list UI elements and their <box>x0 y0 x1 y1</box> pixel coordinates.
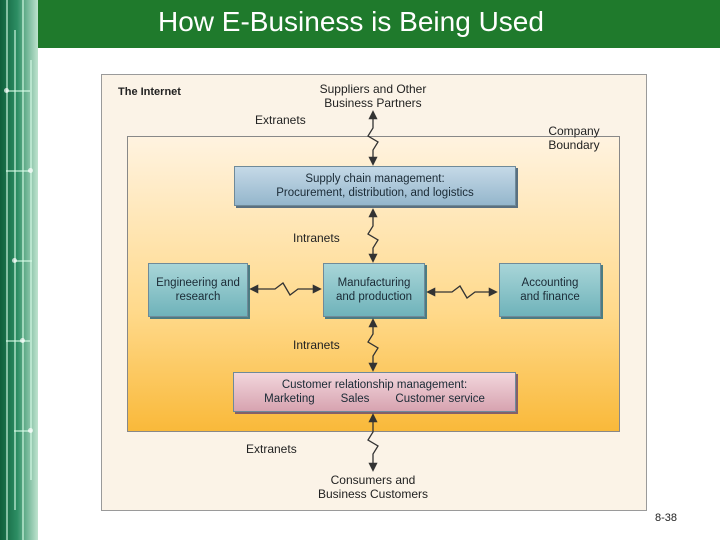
accounting-finance-box: Accounting and finance <box>499 263 601 317</box>
supply-chain-management-box: Supply chain management: Procurement, di… <box>234 166 516 206</box>
engineering-line2: research <box>175 291 221 303</box>
suppliers-label: Suppliers and Other Business Partners <box>300 82 446 110</box>
company-boundary-line2: Boundary <box>548 138 600 152</box>
extranets-bottom-label: Extranets <box>246 442 297 456</box>
company-boundary-line1: Company <box>548 124 600 138</box>
circuit-board-decoration <box>0 0 38 540</box>
page-number: 8-38 <box>655 512 678 524</box>
manufacturing-line2: and production <box>335 291 413 303</box>
crm-item-customer-service: Customer service <box>395 393 485 405</box>
crm-item-sales: Sales <box>340 393 370 405</box>
crm-items-row: Marketing Sales Customer service <box>264 392 485 406</box>
intranets-bottom-label: Intranets <box>293 338 340 352</box>
company-boundary-label: Company Boundary <box>538 124 610 152</box>
suppliers-line2: Business Partners <box>324 96 422 110</box>
crm-line1: Customer relationship management: <box>281 379 468 391</box>
suppliers-line1: Suppliers and Other <box>319 82 427 96</box>
customers-line2: Business Customers <box>317 487 429 501</box>
title-bar <box>38 0 720 48</box>
accounting-line2: and finance <box>520 291 580 303</box>
engineering-research-box: Engineering and research <box>148 263 248 317</box>
customers-label: Consumers and Business Customers <box>300 473 446 501</box>
internet-label: The Internet <box>118 86 181 98</box>
scm-line1: Supply chain management: <box>305 173 445 185</box>
customer-relationship-management-box: Customer relationship management: Market… <box>233 372 516 412</box>
manufacturing-line1: Manufacturing <box>337 277 411 289</box>
customers-line1: Consumers and <box>330 473 416 487</box>
slide-title: How E-Business is Being Used <box>158 6 544 37</box>
scm-line2: Procurement, distribution, and logistics <box>276 187 474 199</box>
engineering-line1: Engineering and <box>156 277 240 289</box>
extranets-top-label: Extranets <box>255 113 306 127</box>
intranets-top-label: Intranets <box>293 231 340 245</box>
accounting-line1: Accounting <box>521 277 579 289</box>
crm-item-marketing: Marketing <box>264 393 315 405</box>
manufacturing-production-box: Manufacturing and production <box>323 263 425 317</box>
